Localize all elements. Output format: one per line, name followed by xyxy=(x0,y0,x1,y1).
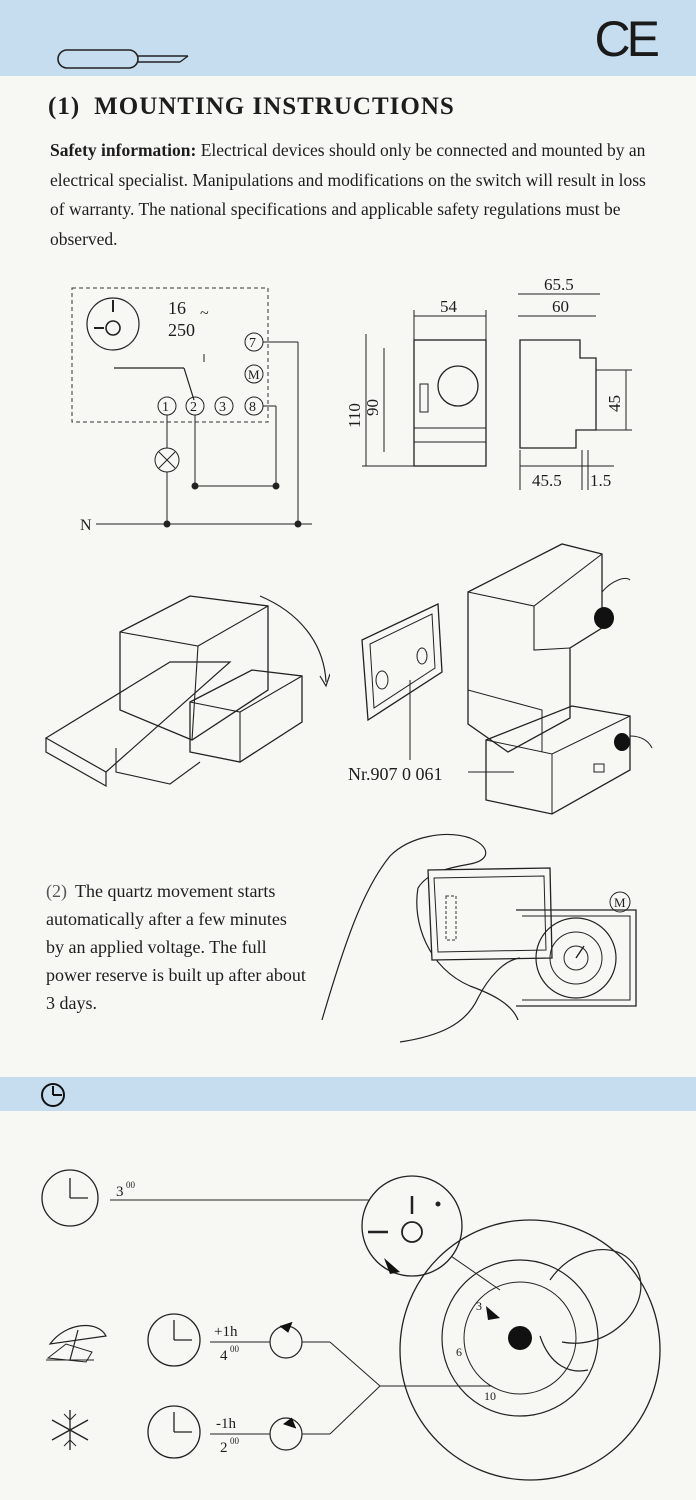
terminal-row: 1 2 3 8 7 M xyxy=(157,332,264,416)
terminal-2: 2 xyxy=(190,400,197,415)
summer-time-minutes: 00 xyxy=(230,1344,240,1354)
terminal-1: 1 xyxy=(162,400,169,415)
ac-symbol: ~ xyxy=(200,305,209,322)
motor-label: M xyxy=(614,895,626,910)
ce-mark: CE xyxy=(594,11,660,67)
dim-depth-body: 60 xyxy=(552,297,569,316)
winter-clock xyxy=(147,1405,201,1459)
time-setting-band xyxy=(0,1077,696,1111)
dim-gap: 1.5 xyxy=(590,471,611,490)
neutral-label: N xyxy=(80,517,92,534)
section-number: (1) xyxy=(48,93,81,120)
dial-magnifier xyxy=(361,1175,463,1277)
quartz-movement-text: (2)The quartz movement starts automatica… xyxy=(46,877,306,1017)
dial-number-10: 10 xyxy=(484,1389,496,1403)
dim-base-depth: 45.5 xyxy=(532,471,562,490)
winter-time-minutes: 00 xyxy=(230,1436,240,1446)
dim-depth-total: 65.5 xyxy=(544,275,574,294)
wiring-diagram: 16 250 ~ 1 2 3 8 7 M N xyxy=(71,287,312,534)
cover-plate-illustration xyxy=(361,603,443,760)
summer-clock xyxy=(147,1313,201,1367)
header-band xyxy=(0,0,696,76)
summer-time: 4 xyxy=(220,1348,228,1364)
dim-height-outer: 110 xyxy=(345,403,364,428)
time-setting-diagram: 3 00 +1h 4 00 -1h 2 00 xyxy=(41,1169,661,1481)
terminal-8: 8 xyxy=(249,400,256,415)
time-dial: 3 6 10 xyxy=(399,1219,661,1481)
section-heading: MOUNTING INSTRUCTIONS xyxy=(94,93,455,120)
part-number: Nr.907 0 061 xyxy=(348,764,443,784)
winter-time: 2 xyxy=(220,1440,228,1456)
pen-icon xyxy=(57,49,189,69)
dim-width-front: 54 xyxy=(440,297,458,316)
clock-icon xyxy=(41,1083,65,1107)
dial-number-6: 6 xyxy=(456,1345,462,1359)
timer-with-cover-illustration xyxy=(467,543,653,815)
step-text: The quartz movement starts automatically… xyxy=(46,881,306,1013)
step-number: (2) xyxy=(46,881,67,901)
main-time-clock xyxy=(41,1169,99,1227)
section-title: (1) MOUNTING INSTRUCTIONS xyxy=(48,93,455,121)
front-dimension-drawing: 54 110 90 xyxy=(345,297,487,467)
winter-offset: -1h xyxy=(216,1416,236,1432)
hand-insertion-illustration: M xyxy=(321,833,637,1043)
side-dimension-drawing: 65.5 60 45 45.5 1.5 xyxy=(518,275,632,490)
terminal-3: 3 xyxy=(219,400,226,415)
snowflake-icon xyxy=(51,1410,89,1450)
main-time-minutes: 00 xyxy=(126,1180,136,1190)
safety-paragraph: Safety information: Electrical devices s… xyxy=(50,136,660,254)
dim-height-inner: 90 xyxy=(363,399,382,416)
rated-voltage: 250 xyxy=(168,320,195,340)
safety-label: Safety information: xyxy=(50,140,197,160)
terminal-7: 7 xyxy=(249,336,256,351)
dim-step-height: 45 xyxy=(605,395,624,412)
terminal-motor: M xyxy=(248,367,260,382)
sun-umbrella-icon xyxy=(46,1324,107,1363)
rated-current: 16 xyxy=(168,298,186,318)
main-time: 3 xyxy=(116,1184,124,1200)
safety-text: Electrical devices should only be connec… xyxy=(50,140,646,249)
dial-number-3: 3 xyxy=(476,1299,482,1313)
din-rail-mounting-illustration xyxy=(44,595,330,788)
summer-offset: +1h xyxy=(214,1324,238,1340)
